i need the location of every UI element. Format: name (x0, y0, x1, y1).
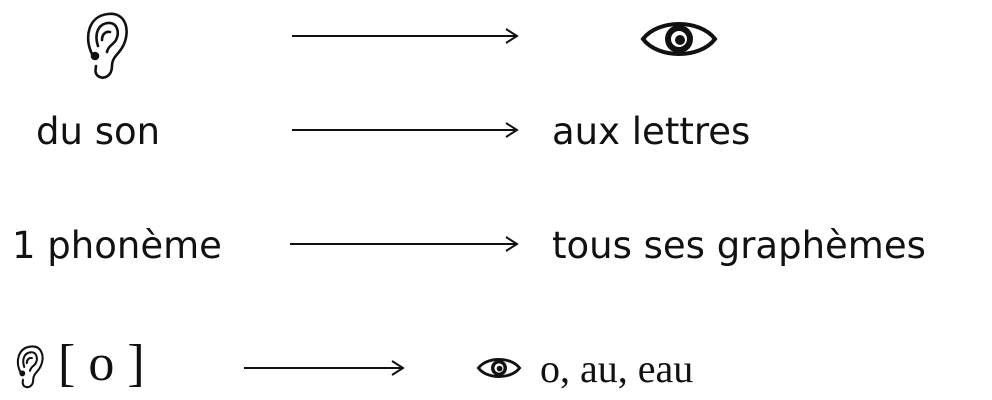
eye-icon (476, 356, 522, 380)
arrow (292, 122, 520, 138)
eye-icon (640, 18, 718, 60)
ear-icon (14, 344, 46, 390)
phoneme-symbol: [ o ] (58, 335, 145, 392)
grapheme-list: o, au, eau (540, 346, 694, 391)
arrow (292, 28, 520, 44)
target-label: aux lettres (552, 110, 751, 153)
source-label: du son (36, 110, 161, 153)
ear-icon (84, 10, 130, 82)
phoneme-label: 1 phonème (12, 224, 222, 267)
arrow (244, 360, 406, 376)
graphemes-label: tous ses graphèmes (552, 224, 926, 267)
arrow (290, 236, 520, 252)
